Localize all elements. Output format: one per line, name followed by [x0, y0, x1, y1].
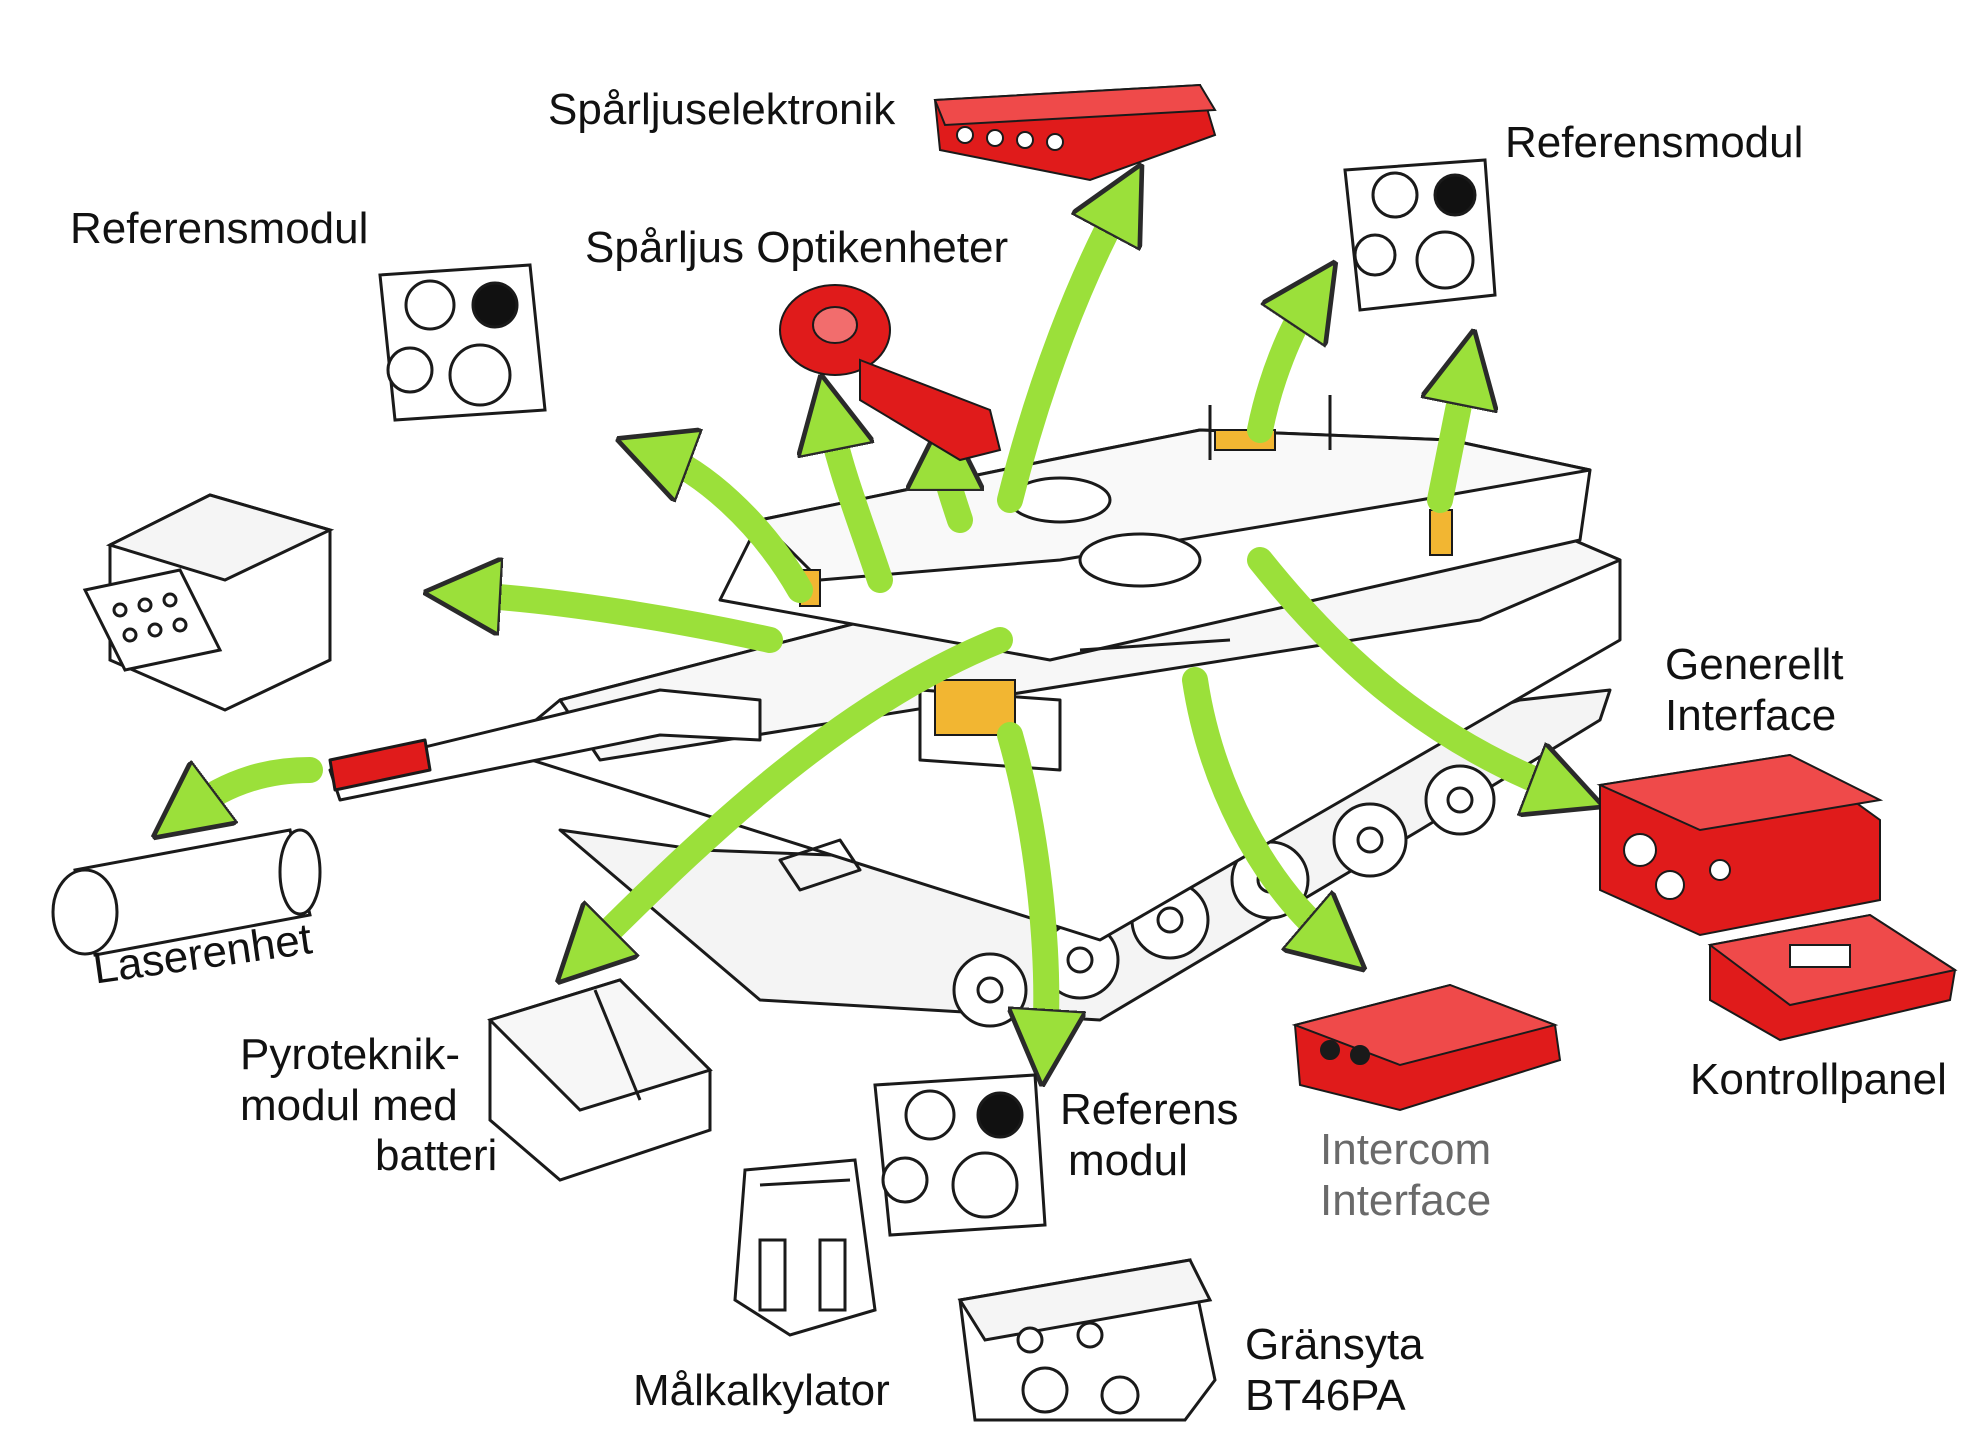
- arrow-to-intercom: [1182, 667, 1330, 940]
- label-reference-module-top-right: Referensmodul: [1505, 118, 1804, 167]
- label-intercom-interface: Intercom Interface: [1320, 1125, 1491, 1226]
- arrow-to-reference-top-right-1: [1247, 300, 1310, 443]
- intercom-interface-unit: [1291, 983, 1562, 1112]
- label-intercom-line1: Intercom: [1320, 1125, 1492, 1174]
- gun-muzzle-red: [328, 738, 432, 792]
- target-calculator-unit: [733, 1158, 877, 1337]
- label-reference-bottom-line2: modul: [1068, 1135, 1188, 1185]
- label-general-interface: Generellt Interface: [1665, 640, 1844, 741]
- label-general-interface-line2: Interface: [1665, 690, 1837, 740]
- connection-arrows: [190, 205, 1560, 1040]
- control-panel-unit: [1707, 913, 1958, 1042]
- arrow-to-tracer-electronics: [997, 205, 1120, 513]
- laser-unit: [51, 828, 322, 957]
- label-pyrotechnic-line3: batteri: [375, 1131, 498, 1181]
- reference-module-top-left: [378, 263, 547, 422]
- weapon-effect-box: [82, 493, 335, 712]
- label-reference-module-top-left: Referensmodul: [70, 204, 369, 253]
- label-control-panel: Kontrollpanel: [1690, 1055, 1947, 1104]
- label-reference-bottom-line1: Referens: [1060, 1085, 1239, 1134]
- label-tracer-optics: Spårljus Optikenheter: [585, 223, 1009, 272]
- arrow-to-reference-top-right-2: [1440, 375, 1465, 513]
- label-bt46pa-line1: Gränsyta: [1245, 1320, 1424, 1369]
- label-interface-bt46pa: Gränsyta BT46PA: [1245, 1320, 1424, 1421]
- arrow-to-optics-mid: [945, 460, 960, 533]
- arrow-to-laser: [190, 757, 323, 810]
- interface-bt46pa-unit: [957, 1258, 1217, 1422]
- commander-hatch: [1078, 532, 1202, 588]
- arrow-to-reference-top-left: [660, 455, 813, 603]
- arrow-to-pyrotechnic: [590, 627, 1013, 950]
- label-pyrotechnic-line1: Pyroteknik-: [240, 1030, 461, 1079]
- reference-module-bottom: [873, 1073, 1047, 1237]
- gun-barrel: [328, 688, 762, 802]
- arrow-to-general-interface: [1247, 547, 1560, 790]
- sensor-turret-right: [1429, 509, 1453, 556]
- label-general-interface-line1: Generellt: [1665, 640, 1844, 689]
- label-intercom-line2: Interface: [1320, 1175, 1492, 1225]
- label-pyrotechnic-module: Pyroteknik- modul med batteri: [240, 1030, 497, 1182]
- reference-module-top-right: [1343, 158, 1497, 312]
- arrow-to-reference-bottom: [997, 722, 1046, 1040]
- label-target-calculator: Målkalkylator: [633, 1366, 890, 1415]
- hull-marking: [778, 838, 862, 892]
- general-interface-unit: [1596, 753, 1884, 937]
- tank-turret-top: [758, 428, 1592, 582]
- arrow-to-tracer-optics: [830, 420, 893, 593]
- pyrotechnic-module: [487, 978, 713, 1182]
- turret-marking: [1079, 638, 1231, 652]
- tracer-optics-unit: [779, 284, 1002, 462]
- label-bt46pa-line2: BT46PA: [1245, 1370, 1406, 1420]
- tracer-electronics-unit: [933, 83, 1217, 182]
- label-pyrotechnic-line2: modul med: [240, 1080, 458, 1130]
- label-reference-module-bottom: Referens modul: [1060, 1085, 1239, 1186]
- arrow-to-pyro-box: [470, 595, 783, 653]
- label-tracer-electronics: Spårljuselektronik: [548, 85, 896, 134]
